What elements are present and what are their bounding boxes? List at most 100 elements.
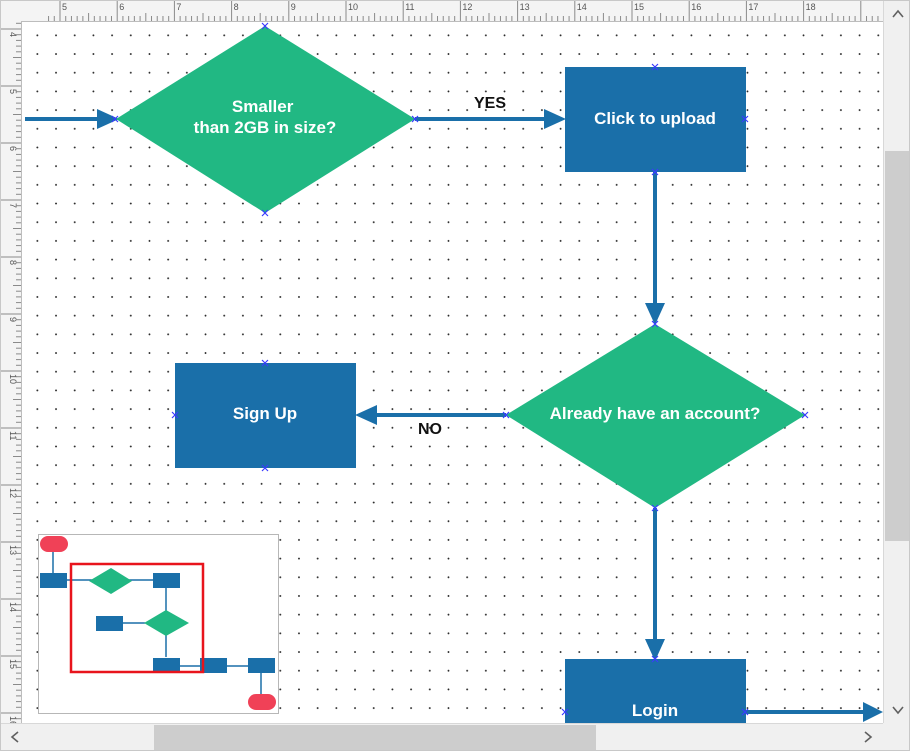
ruler-label-top: 13 [520, 2, 530, 12]
process-sign-up-shape [175, 363, 356, 468]
ruler-label-left: 9 [8, 317, 18, 322]
horizontal-scrollbar[interactable] [1, 723, 883, 750]
arrowhead-no [355, 405, 377, 425]
chevron-right-glyph [864, 731, 873, 743]
overview-process-5 [200, 658, 227, 673]
ruler-label-top: 12 [462, 2, 472, 12]
decision-size-check[interactable]: Smaller than 2GB in size? [116, 26, 415, 213]
ruler-label-top: 6 [119, 2, 124, 12]
decision-size-check-shape [116, 26, 415, 213]
arrowhead-account-to-login [645, 639, 665, 661]
ruler-label-top: 9 [291, 2, 296, 12]
ruler-label-top: 8 [234, 2, 239, 12]
chevron-right-icon[interactable] [859, 728, 877, 746]
process-sign-up-label: Sign Up [233, 404, 297, 423]
ruler-label-top: 10 [348, 2, 358, 12]
ruler-label-top: 17 [748, 2, 758, 12]
port-marker-icon[interactable] [801, 411, 809, 419]
connectors [25, 109, 883, 722]
arrowhead-incoming [97, 109, 119, 129]
port-marker-icon[interactable] [741, 708, 749, 716]
ruler-label-top: 15 [634, 2, 644, 12]
overview-panel[interactable] [38, 534, 279, 714]
arrowhead-upload-to-account [645, 303, 665, 325]
port-marker-icon[interactable] [261, 209, 269, 217]
ruler-corner [1, 1, 21, 21]
port-marker-icon[interactable] [651, 655, 659, 663]
ruler-label-top: 14 [577, 2, 587, 12]
port-marker-icon[interactable] [651, 63, 659, 71]
ruler-label-left: 8 [8, 260, 18, 265]
process-login[interactable]: Login [565, 659, 746, 723]
port-marker-icon[interactable] [261, 359, 269, 367]
decision-account-check-shape [506, 324, 805, 508]
ruler-label-top: 16 [691, 2, 701, 12]
chevron-up-icon[interactable] [889, 5, 907, 23]
process-login-shape [565, 659, 746, 723]
ruler-label-left: 4 [8, 32, 18, 37]
ruler-label-top: 5 [62, 2, 67, 12]
port-marker-icon[interactable] [171, 411, 179, 419]
process-login-label: Login [632, 701, 678, 720]
decision-size-check-line-2: than 2GB in size? [194, 118, 337, 137]
ruler-label-left: 13 [8, 545, 18, 555]
port-marker-icon[interactable] [561, 708, 569, 716]
port-marker-icon[interactable] [741, 115, 749, 123]
port-marker-icon[interactable] [502, 411, 510, 419]
overview-process-1 [40, 573, 67, 588]
overview-process-2 [153, 573, 180, 588]
port-marker-icon[interactable] [651, 320, 659, 328]
ruler-label-left: 14 [8, 602, 18, 612]
decision-size-check-label: Smaller than 2GB in size? [194, 97, 337, 137]
scrollbar-corner [883, 723, 909, 750]
process-sign-up[interactable]: Sign Up [175, 363, 356, 468]
edge-label-yes: YES [474, 95, 506, 112]
process-upload[interactable]: Click to upload [565, 67, 746, 172]
port-marker-icon[interactable] [261, 22, 269, 30]
arrowhead-login-outgoing [863, 702, 883, 722]
ruler-label-left: 5 [8, 89, 18, 94]
ruler-label-left: 15 [8, 659, 18, 669]
ruler-label-top: 18 [806, 2, 816, 12]
chevron-down-icon[interactable] [889, 701, 907, 719]
ruler-label-top: 11 [405, 2, 414, 12]
overview-diagram [40, 536, 276, 710]
chevron-left-glyph [10, 731, 19, 743]
vertical-scroll-thumb[interactable] [885, 151, 909, 541]
overview-terminal-start [40, 536, 68, 552]
horizontal-scroll-thumb[interactable] [154, 725, 596, 750]
overview-process-3 [96, 616, 123, 631]
process-upload-label: Click to upload [594, 109, 716, 128]
port-marker-icon[interactable] [111, 115, 119, 123]
connection-ports [111, 22, 809, 716]
chevron-left-icon[interactable] [6, 728, 24, 746]
chevron-down-glyph [892, 706, 904, 715]
edge-label-no: NO [418, 421, 442, 438]
ruler-label-left: 10 [8, 374, 18, 384]
ruler-label-left: 11 [8, 431, 18, 440]
horizontal-ruler: 5 6 7 8 9 10 11 12 13 14 15 16 17 18 [1, 1, 883, 22]
arrowhead-yes [544, 109, 566, 129]
overview-viewport[interactable] [69, 562, 205, 674]
port-marker-icon[interactable] [651, 504, 659, 512]
decision-account-check[interactable]: Already have an account? [506, 324, 805, 508]
process-upload-shape [565, 67, 746, 172]
port-marker-icon[interactable] [261, 464, 269, 472]
ruler-label-left: 6 [8, 146, 18, 151]
decision-size-check-line-1: Smaller [232, 97, 294, 116]
overview-process-6 [248, 658, 275, 673]
overview-process-4 [153, 658, 180, 673]
ruler-label-top: 7 [176, 2, 181, 12]
overview-decision-1 [89, 568, 132, 594]
ruler-label-left: 12 [8, 488, 18, 498]
overview-decision-2 [144, 610, 189, 636]
flowchart: YES NO Smaller than 2GB in size? Click t… [25, 22, 883, 723]
horizontal-ruler-ticks: 5 6 7 8 9 10 11 12 13 14 15 16 17 18 [48, 1, 879, 21]
vertical-scrollbar[interactable] [883, 1, 909, 723]
ruler-label-left: 7 [8, 203, 18, 208]
port-marker-icon[interactable] [411, 115, 419, 123]
port-marker-icon[interactable] [651, 168, 659, 176]
